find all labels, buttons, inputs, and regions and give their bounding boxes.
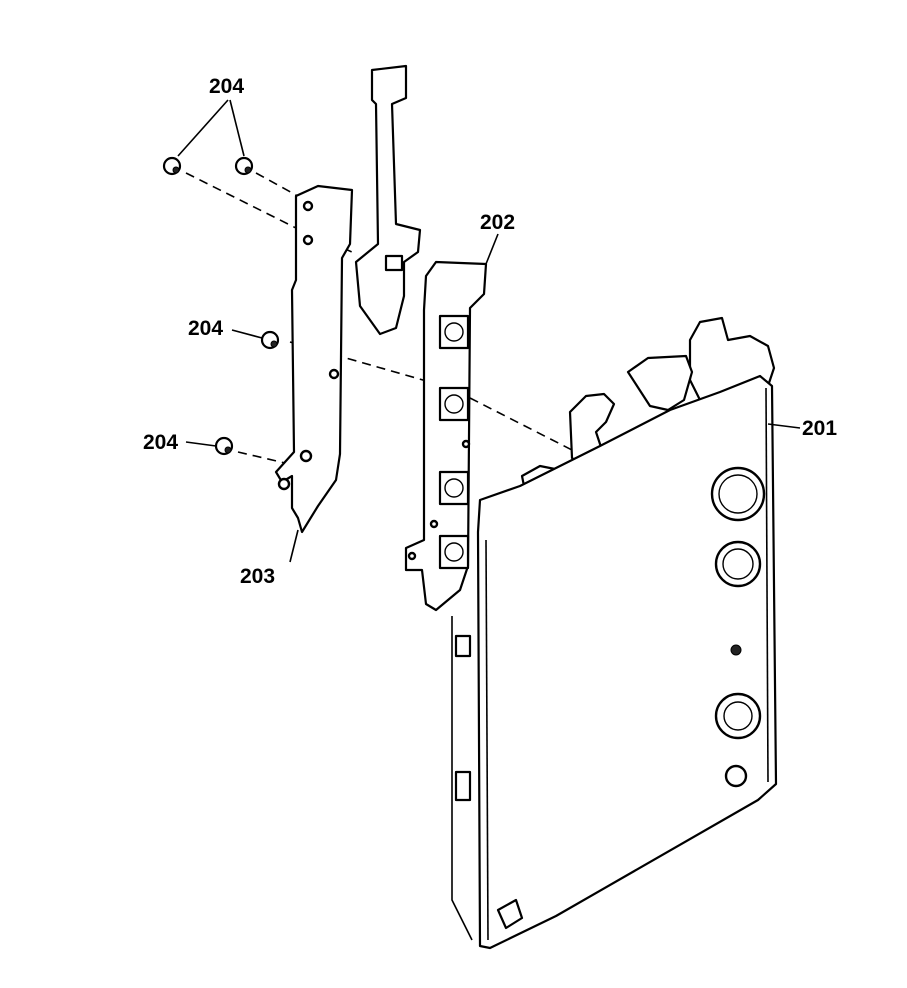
leader-204-top-right <box>229 99 245 157</box>
strip-hole-3 <box>407 551 417 561</box>
strip-button-4-dome <box>444 542 464 562</box>
label-204-middle: 204 <box>188 317 224 340</box>
screws-204 <box>162 156 280 456</box>
plate-hole-1 <box>710 466 766 522</box>
strip-202 <box>404 260 488 941</box>
dash-line-d <box>289 341 431 383</box>
leader-204-middle <box>231 329 263 339</box>
plate-hole-3-inner <box>723 701 753 731</box>
strip-contact-1 <box>454 634 472 658</box>
plate-edge <box>485 539 489 941</box>
bracket-body <box>274 184 354 534</box>
leader-204-top-left <box>177 99 229 157</box>
strip-button-2 <box>438 386 470 422</box>
leader-lines <box>177 99 801 563</box>
top-clamp <box>626 354 694 412</box>
label-204-lower: 204 <box>143 431 179 454</box>
strip-button-4 <box>438 534 470 570</box>
plate-body <box>476 374 778 950</box>
dash-line-e <box>469 397 573 451</box>
strip-button-2-dome <box>444 394 464 414</box>
screw-middle <box>260 330 280 350</box>
screw-top-left <box>162 156 182 176</box>
strip-button-3 <box>438 470 470 506</box>
strip-contact-2 <box>454 770 472 802</box>
bracket-203 <box>274 184 354 534</box>
strip-hole-2 <box>429 519 439 529</box>
flex-cable-body <box>354 64 422 336</box>
dash-line-b <box>255 172 317 207</box>
main-plate-201 <box>476 316 778 950</box>
bracket-hole-2 <box>302 234 314 246</box>
leader-203 <box>289 529 299 563</box>
leader-204-lower <box>185 441 217 447</box>
strip-lower-edge <box>451 616 473 941</box>
plate-hole-4 <box>724 764 748 788</box>
label-204-top: 204 <box>209 75 245 98</box>
bracket-hole-top <box>302 200 314 212</box>
plate-hole-3 <box>714 692 762 740</box>
dash-line-a <box>185 172 301 231</box>
screw-lower <box>214 436 234 456</box>
flex-cable-connector <box>384 254 404 272</box>
leader-202 <box>485 233 499 265</box>
label-201: 201 <box>802 417 838 440</box>
flex-cable <box>354 64 422 336</box>
strip-button-1-dome <box>444 322 464 342</box>
leader-201 <box>767 423 801 429</box>
plate-hole-2-inner <box>722 548 754 580</box>
bracket-hole-bottom <box>277 477 291 491</box>
bracket-hole-mid <box>328 368 340 380</box>
strip-button-3-dome <box>444 478 464 498</box>
plate-pin <box>730 644 742 656</box>
label-203: 203 <box>240 565 276 588</box>
plate-hole-1-inner <box>718 474 758 514</box>
screw-top-right <box>234 156 254 176</box>
strip-hole-1 <box>461 439 471 449</box>
bracket-hole-4 <box>299 449 313 463</box>
plate-right-edge <box>765 387 769 783</box>
strip-button-1 <box>438 314 470 350</box>
label-202: 202 <box>480 211 516 234</box>
plate-corner-tab <box>496 898 524 930</box>
